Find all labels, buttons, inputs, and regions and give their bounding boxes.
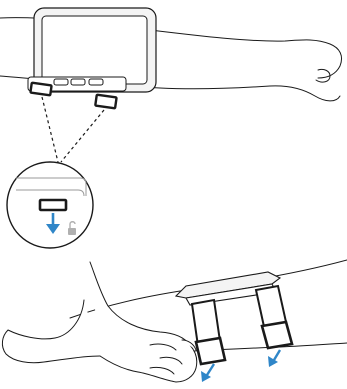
zoom-strap-clip xyxy=(38,198,68,212)
right-strap xyxy=(254,284,294,350)
zoom-detail xyxy=(6,161,94,249)
left-strap xyxy=(190,298,227,366)
down-arrow-icon xyxy=(46,213,60,234)
down-arrow-icon xyxy=(268,349,282,367)
device-buttons xyxy=(53,78,104,86)
wrist-device xyxy=(27,7,157,110)
device-screen xyxy=(41,15,148,85)
callout-lines xyxy=(41,96,105,163)
unlock-icon xyxy=(68,221,76,235)
left-strap-clip xyxy=(29,81,53,97)
pulling-hand xyxy=(1,261,198,383)
zoom-device-edge xyxy=(16,177,87,197)
down-arrow-icon xyxy=(201,363,216,382)
thumb-outline xyxy=(315,68,331,83)
step1-illustration xyxy=(0,7,343,249)
step2-illustration xyxy=(1,259,347,383)
right-strap-clip xyxy=(94,93,118,110)
